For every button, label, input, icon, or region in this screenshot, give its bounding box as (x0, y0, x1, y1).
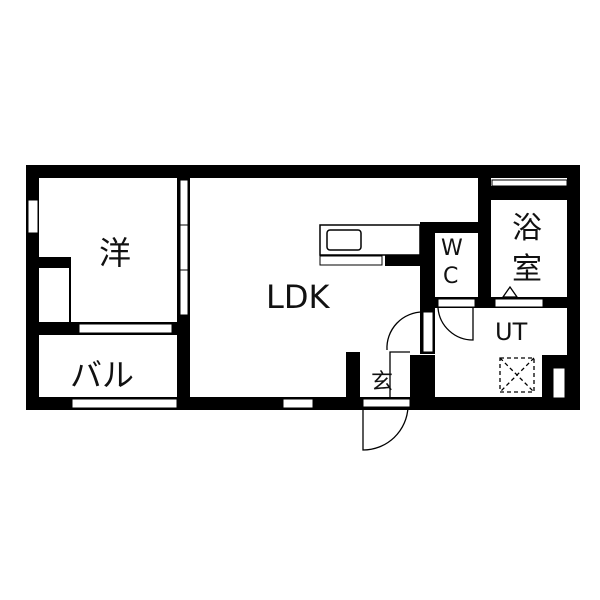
washer-space (499, 357, 535, 393)
room-label-western: 洋 (99, 234, 132, 272)
door-swings (362, 285, 519, 451)
room-label-entrance: 玄 (371, 370, 394, 395)
kitchen-counter (319, 224, 421, 266)
room-label-wc-c: C (443, 264, 459, 289)
room-label-bath-2: 室 (512, 252, 542, 287)
room-label-balcony: バル (70, 356, 135, 394)
room-label-bath-1: 浴 (512, 211, 542, 246)
room-label-ldk: LDK (266, 278, 330, 316)
windows-and-openings (27, 179, 568, 409)
room-label-utility: UT (495, 318, 528, 346)
room-label-wc-w: W (441, 236, 463, 261)
